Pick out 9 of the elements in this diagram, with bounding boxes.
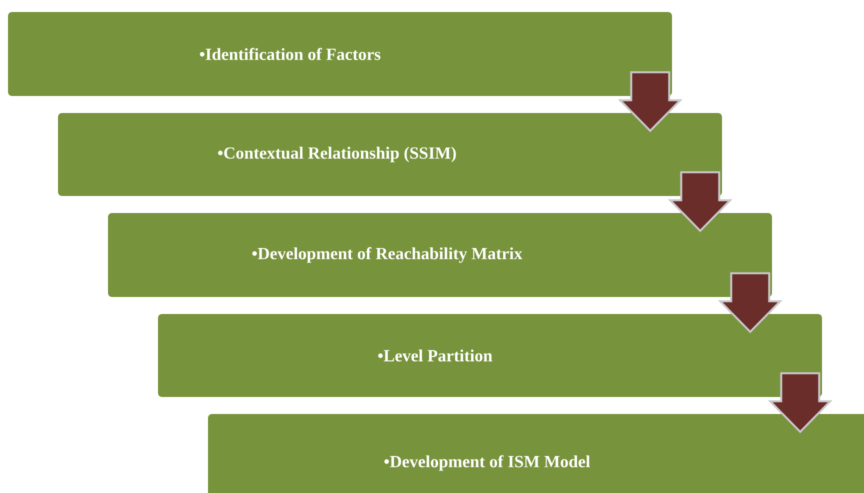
- step-box: •Development of ISM Model: [208, 414, 864, 493]
- step-box: •Contextual Relationship (SSIM): [58, 113, 722, 196]
- down-arrow: [668, 171, 733, 232]
- down-arrow: [768, 372, 833, 434]
- step-box: •Development of Reachability Matrix: [108, 213, 772, 297]
- down-arrow: [718, 272, 783, 334]
- step-box: •Identification of Factors: [8, 12, 672, 96]
- down-arrow: [618, 71, 683, 132]
- step-box: •Level Partition: [158, 314, 822, 397]
